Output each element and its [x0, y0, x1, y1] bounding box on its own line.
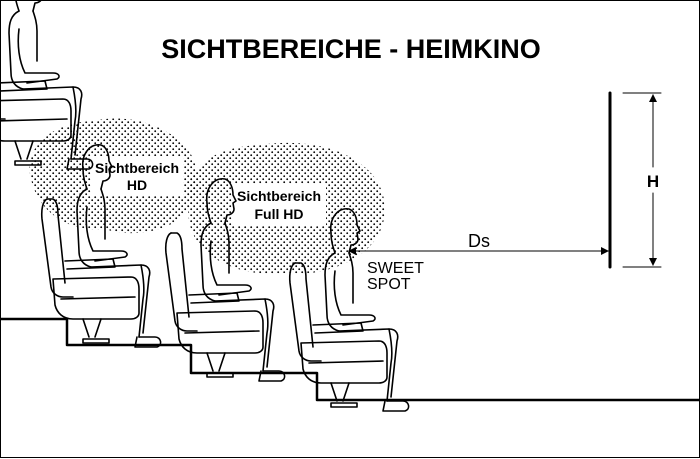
zone-hd-label-line2: HD	[127, 177, 147, 193]
distance-label: Ds	[468, 231, 490, 251]
height-dimension	[622, 92, 662, 268]
zone-fullhd-cloud	[188, 142, 385, 274]
diagram-title: SICHTBEREICHE - HEIMKINO	[161, 34, 541, 64]
sweet-spot-label-line1: SWEET	[367, 260, 424, 277]
height-label: H	[647, 172, 659, 191]
stepped-floor	[1, 317, 700, 402]
zone-fullhd-label-line2: Full HD	[255, 206, 304, 222]
zone-fullhd-label-line1: Sichtbereich	[237, 188, 321, 204]
sweet-spot-label-line2: SPOT	[367, 276, 411, 293]
zone-hd-label-line1: Sichtbereich	[95, 160, 179, 176]
